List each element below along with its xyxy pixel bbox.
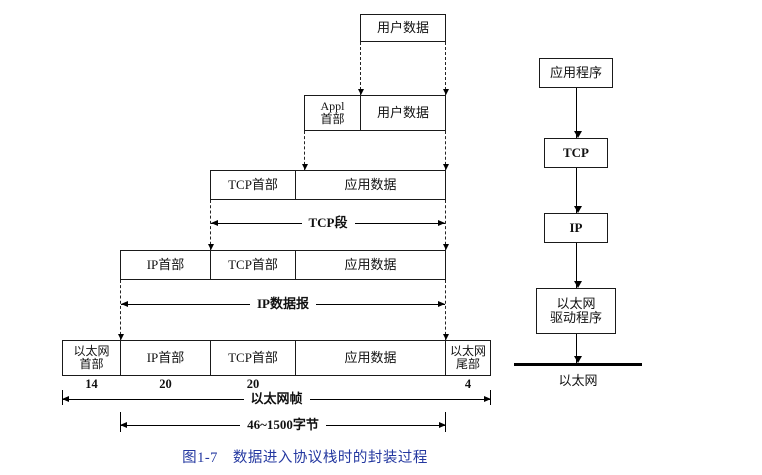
user-data-row2-box: 用户数据 bbox=[360, 95, 446, 131]
dashed-arrow bbox=[443, 42, 449, 95]
dashed-arrow bbox=[208, 200, 214, 250]
ethernet-bus-line bbox=[514, 363, 642, 366]
user-data-top-box: 用户数据 bbox=[360, 14, 446, 42]
app-data-row3-box: 应用数据 bbox=[295, 170, 446, 200]
flow-arrow bbox=[573, 88, 582, 138]
tcp-header-row4-box: TCP首部 bbox=[210, 250, 296, 280]
measure-label: TCP段 bbox=[308, 215, 348, 230]
payload-size-measure: 46~1500字节 bbox=[120, 417, 447, 432]
ip-box: IP bbox=[544, 213, 608, 243]
eth-header-bytes: 14 bbox=[85, 377, 98, 391]
measure-label: 以太网帧 bbox=[250, 391, 303, 406]
tcp-header-row5-box: TCP首部 bbox=[210, 340, 296, 376]
dashed-arrow bbox=[443, 200, 449, 250]
ethernet-label: 以太网 bbox=[558, 373, 598, 388]
ethernet-frame-measure: 以太网帧 bbox=[61, 391, 492, 406]
eth-trailer-box: 以太网 尾部 bbox=[445, 340, 491, 376]
dashed-arrow bbox=[118, 280, 124, 340]
measure-line bbox=[61, 395, 244, 402]
dashed-arrow bbox=[443, 131, 449, 170]
measure-line bbox=[121, 300, 250, 307]
measure-line bbox=[316, 300, 446, 307]
flow-arrow bbox=[573, 168, 582, 213]
ip-datagram-measure: IP数据报 bbox=[121, 296, 446, 311]
ip-header-row4-box: IP首部 bbox=[120, 250, 211, 280]
measure-line bbox=[120, 421, 241, 428]
ip-header-bytes: 20 bbox=[159, 377, 172, 391]
app-data-row5-box: 应用数据 bbox=[295, 340, 446, 376]
measure-label: 46~1500字节 bbox=[247, 417, 319, 432]
flow-arrow bbox=[573, 334, 582, 363]
eth-header-box: 以太网 首部 bbox=[62, 340, 121, 376]
application-box: 应用程序 bbox=[539, 58, 613, 88]
tcp-header-bytes: 20 bbox=[246, 377, 260, 391]
flow-arrow bbox=[573, 243, 582, 288]
dashed-arrow bbox=[302, 131, 308, 170]
eth-trailer-bytes: 4 bbox=[464, 377, 472, 391]
tcp-box: TCP bbox=[544, 138, 608, 168]
measure-line bbox=[325, 421, 447, 428]
measure-line bbox=[211, 219, 302, 226]
tcp-header-row3-box: TCP首部 bbox=[210, 170, 296, 200]
dashed-arrow bbox=[443, 280, 449, 340]
measure-line bbox=[309, 395, 492, 402]
eth-driver-box: 以太网 驱动程序 bbox=[536, 288, 616, 334]
app-data-row4-box: 应用数据 bbox=[295, 250, 446, 280]
ip-header-row5-box: IP首部 bbox=[120, 340, 211, 376]
dashed-arrow bbox=[358, 42, 364, 95]
figure-caption: 图1-7 数据进入协议栈时的封装过程 bbox=[182, 450, 428, 466]
measure-label: IP数据报 bbox=[257, 296, 310, 311]
appl-header-box: Appl 首部 bbox=[304, 95, 361, 131]
measure-line bbox=[354, 219, 446, 226]
tcp-segment-measure: TCP段 bbox=[211, 215, 446, 230]
